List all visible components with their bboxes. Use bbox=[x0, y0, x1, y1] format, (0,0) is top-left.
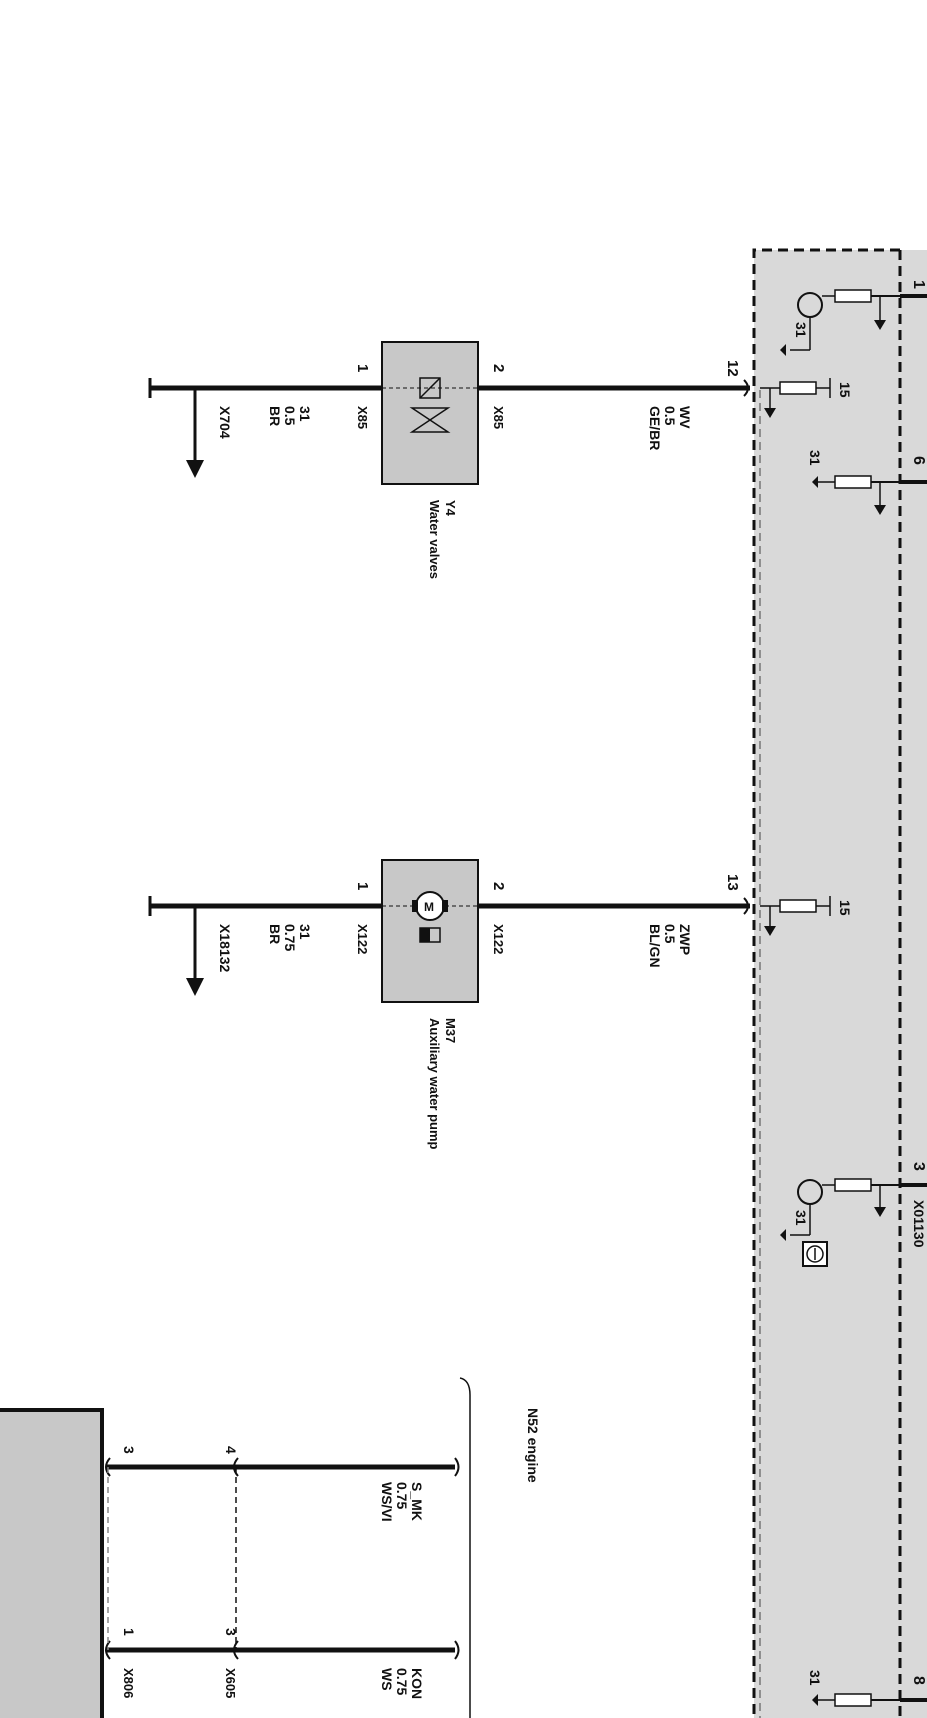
aux-pump-id: M37 bbox=[443, 1018, 458, 1043]
aux-pump-circuit: 13 15 ZWP 0.5 BL/GN M 2 1 X122 X122 M37 … bbox=[148, 859, 853, 1150]
module-pin-6-ground-label: 31 bbox=[807, 450, 823, 466]
engine-wire2-pin-lower: 1 bbox=[121, 1628, 137, 1636]
engine-wire1-color: WS/VI bbox=[379, 1482, 395, 1522]
water-valves-ground-num: 31 bbox=[297, 406, 313, 422]
water-valves-supply-label: 15 bbox=[837, 382, 853, 398]
engine-symbol-icon bbox=[802, 1241, 828, 1267]
water-valves-circuit: 12 15 WV 0.5 GE/BR 2 1 X85 X85 Y4 Water … bbox=[148, 341, 853, 579]
water-valves-module-pin: 12 bbox=[724, 360, 741, 377]
water-valves-ground-color: BR bbox=[267, 406, 283, 426]
engine-wire2-size: 0.75 bbox=[394, 1668, 410, 1695]
module-pin-8: 8 31 bbox=[807, 1670, 927, 1707]
aux-pump-name: Auxiliary water pump bbox=[427, 1018, 442, 1150]
engine-connector-lower: X806 bbox=[121, 1668, 136, 1698]
module-pin-8-label: 8 bbox=[910, 1676, 927, 1685]
motor-icon: M bbox=[412, 891, 448, 943]
module-pin-3-label: 3 bbox=[910, 1162, 927, 1171]
engine-wire1-size: 0.75 bbox=[394, 1482, 410, 1509]
module-connector-label: X01130 bbox=[911, 1200, 927, 1248]
water-valves-name: Water valves bbox=[427, 500, 442, 579]
water-valves-wire-signal: WV bbox=[677, 406, 693, 429]
water-valves-id: Y4 bbox=[443, 500, 458, 517]
water-valves-wire-color: GE/BR bbox=[647, 406, 663, 450]
engine-control-unit bbox=[0, 1410, 102, 1718]
aux-pump-supply-label: 15 bbox=[837, 900, 853, 916]
aux-pump-connector-bottom: X122 bbox=[355, 924, 370, 954]
module-pin-1: 1 31 bbox=[780, 280, 927, 356]
aux-pump-wire-signal: ZWP bbox=[677, 924, 693, 955]
module-pin-8-ground-label: 31 bbox=[807, 1670, 823, 1686]
aux-pump-wire-color: BL/GN bbox=[647, 924, 663, 968]
engine-connector-upper: X605 bbox=[223, 1668, 238, 1698]
aux-pump-connector-top: X122 bbox=[491, 924, 506, 954]
module-pin-1-ground-label: 31 bbox=[793, 322, 809, 338]
aux-pump-ground-color: BR bbox=[267, 924, 283, 944]
module-pin-6: 6 31 bbox=[807, 450, 927, 515]
engine-wire2-color: WS bbox=[379, 1668, 395, 1691]
engine-wire1-signal: S_MK bbox=[409, 1482, 425, 1521]
module-pin-3-ground-label: 31 bbox=[793, 1210, 809, 1226]
engine-wire1-pin-lower: 3 bbox=[121, 1446, 137, 1454]
aux-pump-ground-num: 31 bbox=[297, 924, 313, 940]
water-valves-pin-top: 2 bbox=[490, 364, 507, 372]
aux-pump-ground-size: 0.75 bbox=[282, 924, 298, 951]
aux-pump-ground-connector: X18132 bbox=[217, 924, 233, 972]
water-valves-wire-size: 0.5 bbox=[662, 406, 678, 426]
module-pin-3: 3 X01130 31 bbox=[780, 1162, 927, 1267]
engine-wire2-pin-upper: 3 bbox=[223, 1628, 239, 1636]
valve-icon bbox=[409, 377, 451, 433]
water-valves-connector-top: X85 bbox=[491, 406, 506, 429]
aux-pump-pin-bottom: 1 bbox=[354, 882, 371, 890]
water-valves-connector-bottom: X85 bbox=[355, 406, 370, 429]
control-module bbox=[752, 248, 927, 1718]
water-valves-pin-bottom: 1 bbox=[354, 364, 371, 372]
svg-text:M: M bbox=[424, 900, 434, 914]
engine-section: N52 engine S_MK 0.75 WS/VI 4 3 KON 0.75 … bbox=[0, 1377, 541, 1718]
aux-pump-module-pin: 13 bbox=[724, 874, 741, 891]
engine-wire2-signal: KON bbox=[409, 1668, 425, 1699]
water-valves-ground-size: 0.5 bbox=[282, 406, 298, 426]
aux-pump-pin-top: 2 bbox=[490, 882, 507, 890]
water-valves-component bbox=[381, 341, 479, 485]
engine-wire1-pin-upper: 4 bbox=[223, 1446, 239, 1454]
water-valves-ground-connector: X704 bbox=[217, 406, 233, 439]
module-pin-1-label: 1 bbox=[910, 280, 927, 289]
engine-section-label: N52 engine bbox=[525, 1408, 541, 1483]
aux-pump-wire-size: 0.5 bbox=[662, 924, 678, 944]
module-pin-6-label: 6 bbox=[910, 456, 927, 465]
